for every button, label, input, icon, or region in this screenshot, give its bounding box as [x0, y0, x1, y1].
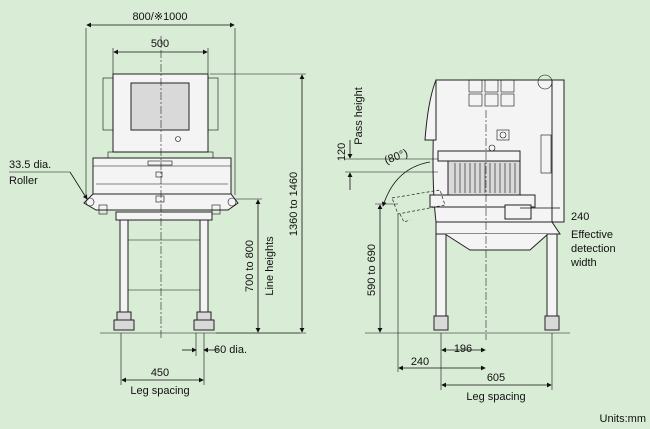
dim-line-height-label: Line heights [264, 236, 276, 296]
dim-detection-label-effective: Effective [571, 229, 613, 241]
dim-detection-width-value: 240 [571, 211, 589, 223]
dim-leg-diameter: 60 dia. [214, 344, 247, 356]
dim-side-leg-spacing-label: Leg spacing [466, 391, 525, 403]
dim-pass-height-value: 120 [336, 143, 348, 161]
side-left-leg [435, 233, 447, 317]
units-label: Units:mm [600, 413, 646, 425]
front-left-leg [119, 219, 129, 313]
dim-detection-label-width: width [570, 257, 597, 269]
dim-pass-height-label: Pass height [353, 87, 365, 144]
dim-width-total: 800/※1000 [132, 11, 187, 23]
side-button-panel [468, 79, 515, 107]
dim-offset-196: 196 [454, 343, 472, 355]
roller-diameter-label: 33.5 dia. [9, 159, 51, 171]
dim-front-leg-spacing-value: 450 [151, 367, 169, 379]
dim-width-screen: 500 [151, 38, 169, 50]
dim-offset-240: 240 [411, 356, 429, 368]
dim-detection-label-detection: detection [571, 243, 616, 255]
side-right-leg [546, 233, 558, 317]
dim-front-leg-spacing-label: Leg spacing [130, 385, 189, 397]
roller-label: Roller [9, 175, 38, 187]
dim-line-height-value: 700 to 800 [244, 240, 256, 292]
front-view: 800/※1000 500 33.5 dia. Roller 700 to 80… [9, 11, 306, 397]
front-right-leg [199, 219, 209, 313]
dim-tilt-angle: (80°) [383, 147, 410, 166]
dim-side-line-height: 590 to 690 [366, 244, 378, 296]
front-display-screen [130, 82, 190, 131]
side-view: 120 Pass height (80°) 590 to 690 240 Eff… [336, 74, 616, 403]
side-detector [447, 160, 521, 196]
dim-overall-height: 1360 to 1460 [288, 172, 300, 236]
dim-side-leg-spacing-value: 605 [487, 372, 505, 384]
